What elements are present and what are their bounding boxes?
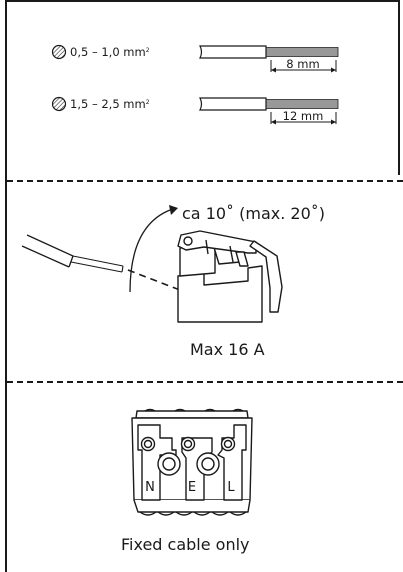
connector-bottom-lip [133,499,251,513]
strip-length-label-1: 8 mm [286,57,319,71]
plug-connector [131,408,253,516]
section-divider-top [7,180,403,182]
pin-label-l: L [227,480,235,495]
frame-top-border [5,0,400,2]
pin-label-e: E [188,480,196,495]
connector-top-ridge [135,410,249,419]
frame-left-border [5,0,7,572]
angle-arrow-icon [169,205,178,215]
stripped-wire-1 [199,45,339,73]
wire-range-label-2: 1,5 – 2,5 mm2 [70,97,150,111]
wire-range-label-1: 0,5 – 1,0 mm2 [70,45,150,59]
rating-caption: Max 16 A [190,340,265,359]
stripped-wire-2 [199,97,339,125]
terminal-block [177,230,283,323]
section-divider-bottom [7,381,403,383]
wire-section-icon [51,96,67,112]
insertion-angle-diagram: ca 10˚ (max. 20˚) [21,204,325,323]
pin-label-n: N [145,480,155,495]
strip-length-label-2: 12 mm [283,109,324,123]
inserted-cable [21,234,186,293]
wire-section-icon [51,44,67,60]
connector-caption: Fixed cable only [121,535,250,554]
wire-spec-row-1: 0,5 – 1,0 mm2 8 mm [51,44,339,73]
angle-arc [129,209,171,293]
wire-spec-row-2: 1,5 – 2,5 mm2 12 mm [51,96,339,125]
angle-label: ca 10˚ (max. 20˚) [182,204,325,223]
frame-right-border [398,0,400,175]
